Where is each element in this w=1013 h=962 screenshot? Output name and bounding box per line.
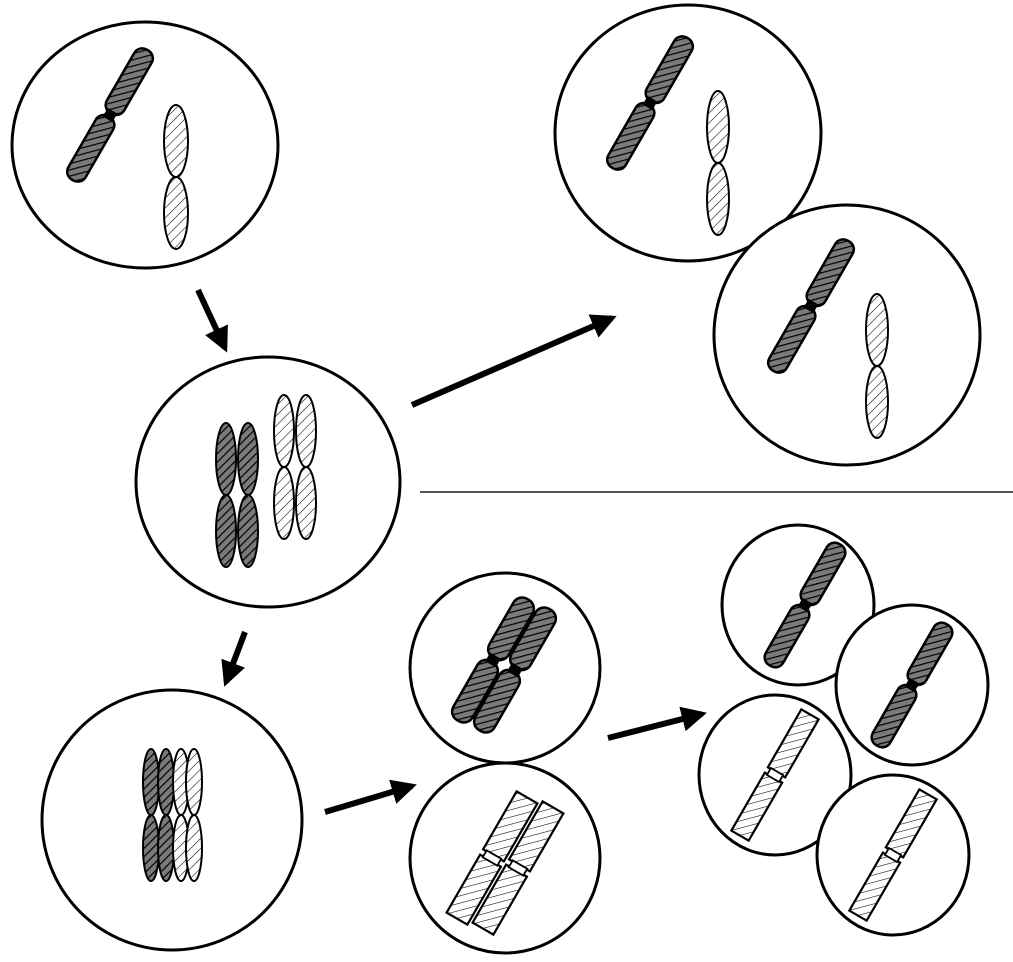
chromatid-dark-mii-a: [450, 596, 536, 724]
arrow-meiosis-ii: [607, 706, 707, 741]
chromatid-dark-left: [215, 422, 237, 568]
chromosome-dark-daughter-2: [766, 238, 856, 374]
chromosome-light-gamete-4: [847, 787, 939, 923]
chromosome-light-gamete-3: [729, 707, 821, 843]
chromatid-dark-mii-b: [472, 606, 558, 734]
chromatid-light-mii-b: [471, 799, 565, 937]
cell-meiosis-paired: [40, 688, 304, 952]
chromosome-light-daughter-1: [706, 90, 730, 236]
arrow-parent-to-replicated: [195, 288, 228, 353]
chromosome-dark-parent: [65, 47, 155, 183]
tetrad-light-1: [172, 748, 190, 882]
chromosome-light-parent: [163, 104, 189, 250]
chromatid-light-mii-a: [445, 789, 539, 927]
arrow-meiosis-i: [324, 779, 417, 815]
tetrad-dark-1: [142, 748, 160, 882]
chromatid-light-right: [295, 394, 317, 540]
chromosome-light-daughter-2: [865, 293, 889, 439]
cell-meiosis-ii-1: [408, 571, 602, 765]
cell-replicated: [134, 355, 402, 609]
chromatid-light-left: [273, 394, 295, 540]
chromatid-dark-right: [237, 422, 259, 568]
chromosome-dark-daughter-1: [605, 35, 695, 171]
arrow-replicated-to-mitosis: [410, 314, 617, 408]
cell-mitosis-daughter-1: [553, 3, 823, 263]
tetrad-light-2: [185, 748, 203, 882]
chromosome-dark-gamete-2: [870, 621, 954, 749]
chromosome-dark-gamete-1: [763, 541, 847, 669]
arrow-replicated-to-meiosis: [221, 630, 248, 687]
cell-mitosis-daughter-2: [712, 203, 982, 467]
cell-parent: [10, 20, 280, 270]
